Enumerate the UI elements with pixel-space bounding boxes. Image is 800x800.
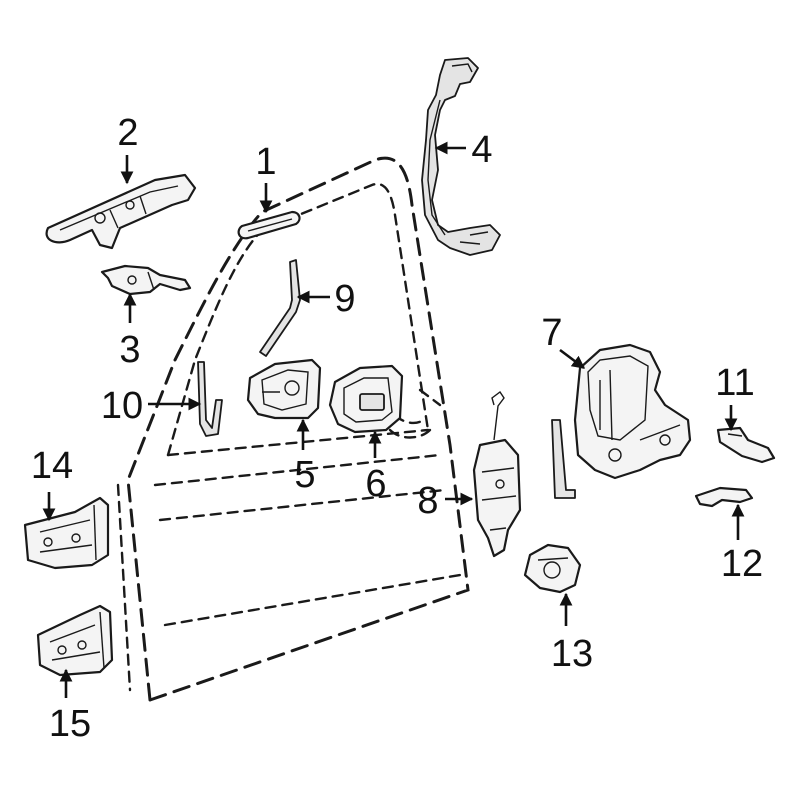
- callout-14: 14: [31, 445, 73, 487]
- callout-12: 12: [721, 543, 763, 585]
- part-9-rod: [259, 259, 301, 357]
- callout-7: 7: [541, 312, 562, 354]
- part-8-actuator: [472, 390, 522, 558]
- callout-4: 4: [471, 129, 492, 171]
- callout-13: 13: [551, 633, 593, 675]
- part-2-outside-handle: [45, 173, 197, 250]
- part-1-strip: [237, 210, 301, 240]
- part-4-harness: [421, 57, 501, 256]
- leader-arrows: [42, 141, 745, 698]
- callout-11: 11: [715, 362, 754, 404]
- part-12-clip: [694, 486, 754, 508]
- callout-2: 2: [117, 112, 138, 154]
- part-13-striker: [523, 543, 582, 594]
- callout-labels: 1 2 3 4 5 6 7 8 9 10 11 12 13 14 15: [31, 112, 763, 745]
- callout-10: 10: [101, 385, 143, 427]
- part-5-inside-handle: [246, 358, 322, 420]
- callout-5: 5: [294, 454, 315, 496]
- part-11-clip: [716, 426, 776, 464]
- part-15-hinge-lower: [36, 604, 114, 677]
- part-7-latch: [551, 343, 692, 499]
- part-6-switch: [328, 364, 404, 434]
- part-14-hinge-upper: [23, 496, 110, 570]
- callout-6: 6: [365, 463, 386, 505]
- part-10-rod: [197, 361, 223, 437]
- callout-9: 9: [334, 278, 355, 320]
- callout-8: 8: [417, 480, 438, 522]
- callout-15: 15: [49, 703, 91, 745]
- callout-1: 1: [255, 141, 276, 183]
- door-outline: [116, 156, 470, 702]
- callout-3: 3: [119, 329, 140, 371]
- part-3-bracket: [100, 264, 192, 296]
